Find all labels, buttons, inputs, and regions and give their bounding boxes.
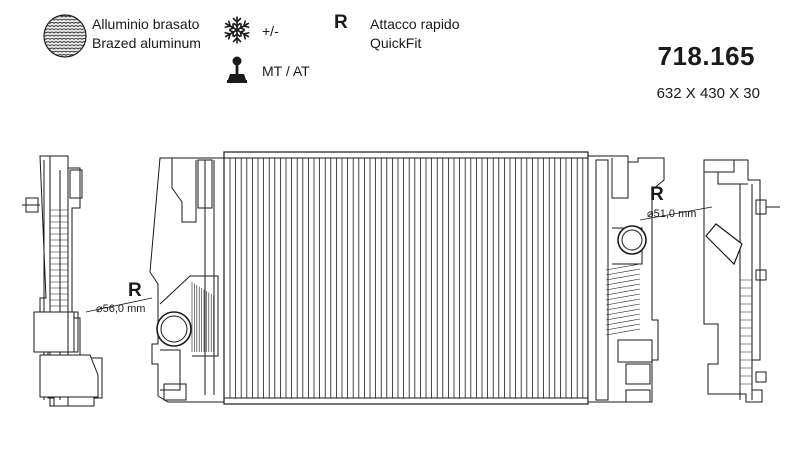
right-side-view: [703, 159, 780, 403]
transmission-label: MT / AT: [262, 63, 310, 79]
brazed-aluminum-icon: [43, 14, 87, 58]
left-port-diameter: ⌀56,0 mm: [96, 303, 146, 315]
left-port-symbol: R: [128, 280, 142, 301]
quickfit-symbol: R: [334, 12, 348, 33]
right-outlet-pipe: [612, 225, 647, 265]
right-port-symbol: R: [650, 184, 664, 205]
diameter-icon: ⌀: [96, 303, 103, 315]
gear-shift-icon: [227, 56, 247, 83]
radiator-core: [223, 151, 589, 405]
left-side-view: [22, 155, 103, 407]
right-end-tank: [587, 155, 665, 403]
material-label-en: Brazed aluminum: [92, 35, 201, 51]
quickfit-label-it: Attacco rapido: [370, 16, 460, 32]
left-end-tank: [149, 157, 225, 403]
dimensions-label: 632 X 430 X 30: [656, 85, 760, 102]
left-inlet-pipe: [156, 275, 219, 357]
snowflake-icon: [223, 16, 251, 44]
diameter-icon: ⌀: [647, 208, 654, 220]
right-port-diameter: ⌀51,0 mm: [647, 208, 697, 220]
part-number: 718.165: [657, 41, 755, 71]
ac-label: +/-: [262, 23, 279, 39]
material-label-it: Alluminio brasato: [92, 16, 200, 32]
quickfit-label-en: QuickFit: [370, 35, 422, 51]
